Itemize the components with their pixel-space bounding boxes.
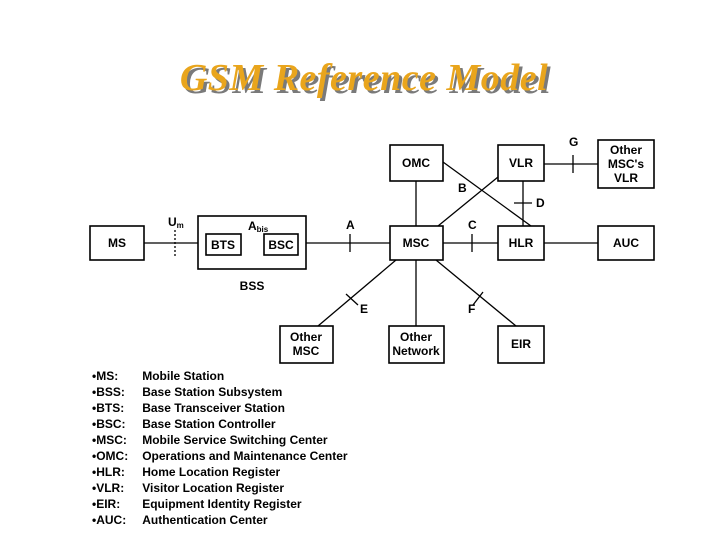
vlr-box	[497, 144, 545, 182]
legend-item: • BSS:Base Station Subsystem	[92, 385, 283, 399]
a-interface-label: A	[346, 218, 355, 232]
legend-item: • MS:Mobile Station	[92, 369, 225, 383]
other-network-label-1: Other	[400, 330, 432, 344]
bss-label: BSS	[240, 279, 265, 293]
g-interface-label: G	[569, 135, 578, 149]
eir-label: EIR	[511, 337, 531, 351]
e-interface-label: E	[360, 302, 368, 316]
e-marker	[345, 293, 359, 306]
ms-label: MS	[108, 236, 126, 250]
legend-item: • BSC:Base Station Controller	[92, 417, 276, 431]
f-marker	[472, 291, 484, 306]
vlr-label: VLR	[509, 156, 533, 170]
um-interface-label: Um	[168, 215, 184, 230]
bsc-box	[263, 233, 299, 256]
legend-item: • MSC:Mobile Service Switching Center	[92, 433, 328, 447]
other-msc-label-1: Other	[290, 330, 322, 344]
other-network-label-2: Network	[392, 344, 440, 358]
other-vlr-label-3: VLR	[614, 171, 638, 185]
legend-item: • AUC:Authentication Center	[92, 513, 268, 527]
ms-box	[89, 225, 145, 261]
msc-label: MSC	[403, 236, 430, 250]
bts-label: BTS	[211, 238, 235, 252]
omc-hlr-link	[442, 161, 532, 227]
b-interface-label: B	[458, 181, 467, 195]
b-link	[437, 176, 499, 227]
other-msc-box	[279, 325, 334, 364]
abbreviation-legend: • MS:Mobile Station • BSS:Base Station S…	[92, 368, 348, 528]
omc-box	[389, 144, 444, 182]
d-interface-label: D	[536, 196, 545, 210]
other-vlr-label-2: MSC's	[608, 157, 645, 171]
eir-box	[497, 325, 545, 364]
c-interface-label: C	[468, 218, 477, 232]
legend-item: • OMC:Operations and Maintenance Center	[92, 449, 348, 463]
other-network-box	[388, 325, 445, 364]
f-interface-label: F	[468, 302, 475, 316]
bsc-label: BSC	[268, 238, 294, 252]
f-link	[435, 259, 517, 327]
other-vlr-box	[597, 139, 655, 189]
legend-item: • EIR:Equipment Identity Register	[92, 497, 302, 511]
auc-label: AUC	[613, 236, 639, 250]
hlr-label: HLR	[509, 236, 534, 250]
msc-box	[389, 225, 444, 261]
abis-interface-label: Abis	[248, 219, 269, 234]
legend-item: • BTS:Base Transceiver Station	[92, 401, 285, 415]
other-msc-label-2: MSC	[293, 344, 320, 358]
omc-label: OMC	[402, 156, 430, 170]
other-vlr-label-1: Other	[610, 143, 642, 157]
bts-box	[205, 233, 242, 256]
hlr-box	[497, 225, 545, 261]
e-link	[317, 259, 397, 327]
page-title: GSM Reference Model	[179, 57, 549, 99]
legend-item: • HLR:Home Location Register	[92, 465, 281, 479]
auc-box	[597, 225, 655, 261]
legend-item: • VLR:Visitor Location Register	[92, 481, 285, 495]
